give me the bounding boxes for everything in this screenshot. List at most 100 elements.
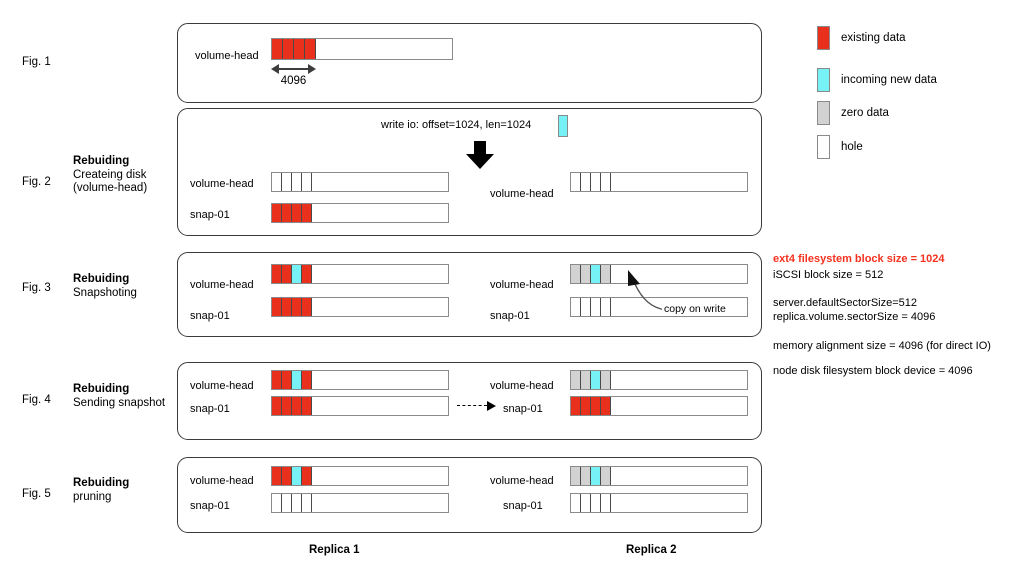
figure-caption-title: Rebuiding [73, 273, 130, 285]
bar-cell-hole [292, 173, 302, 191]
bar-cell-existing [302, 397, 312, 415]
disk-bar-fig4-left-snap-01 [271, 396, 449, 416]
bar-cell-hole [282, 173, 292, 191]
bar-cell-zero [571, 265, 581, 283]
bar-cell-empty [312, 173, 448, 191]
note-node-disk-block-device: node disk filesystem block device = 4096 [773, 365, 973, 377]
bar-cell-existing [571, 397, 581, 415]
down-arrow-icon [466, 141, 494, 169]
bar-cell-zero [581, 467, 591, 485]
bar-cell-existing [294, 39, 305, 59]
legend-swatch-zero-data [817, 101, 830, 125]
row-label-snap-01: snap-01 [190, 500, 230, 512]
row-label-volume-head: volume-head [195, 50, 259, 62]
bar-cell-existing [292, 298, 302, 316]
legend-item-zero-data: zero data [817, 101, 889, 125]
figure-caption-title: Rebuiding [73, 383, 130, 395]
bar-cell-hole [581, 494, 591, 512]
bar-cell-hole [571, 173, 581, 191]
bar-cell-existing [282, 298, 292, 316]
row-label-snap-01: snap-01 [503, 500, 543, 512]
figure-caption-3: Rebuiding Snapshoting [73, 273, 137, 300]
bar-cell-existing [272, 397, 282, 415]
bar-cell-hole [591, 298, 601, 316]
legend-item-incoming-new-data: incoming new data [817, 68, 937, 92]
bar-cell-hole [272, 494, 282, 512]
disk-bar-fig2-left-snap-01 [271, 203, 449, 223]
bar-cell-hole [272, 173, 282, 191]
bar-cell-empty [312, 298, 448, 316]
bar-cell-existing [591, 397, 601, 415]
figure-caption-4: Rebuiding Sending snapshot [73, 383, 165, 410]
bar-cell-empty [312, 494, 448, 512]
row-label-snap-01: snap-01 [190, 209, 230, 221]
bar-cell-incoming [591, 371, 601, 389]
figure-caption-sub: Snapshoting [73, 286, 137, 299]
bar-cell-hole [302, 494, 312, 512]
figure-label-3: Fig. 3 [22, 282, 51, 294]
figure-caption-sub: pruning [73, 490, 112, 503]
row-label-volume-head: volume-head [490, 380, 554, 392]
write-io-label: write io: offset=1024, len=1024 [381, 119, 532, 131]
bar-cell-zero [581, 371, 591, 389]
row-label-volume-head: volume-head [190, 178, 254, 190]
bar-cell-hole [581, 298, 591, 316]
replica-1-label: Replica 1 [309, 544, 360, 556]
figure-caption-sub-line1: Createing disk [73, 168, 147, 181]
figure-caption-5: Rebuiding pruning [73, 477, 129, 504]
bar-cell-incoming [292, 467, 302, 485]
bar-cell-incoming [591, 467, 601, 485]
figure-label-2: Fig. 2 [22, 176, 51, 188]
incoming-data-chip [558, 115, 568, 137]
bar-cell-hole [282, 494, 292, 512]
bar-cell-hole [601, 298, 611, 316]
row-label-snap-01: snap-01 [190, 310, 230, 322]
row-label-snap-01: snap-01 [503, 403, 543, 415]
bar-cell-empty [611, 173, 747, 191]
bar-cell-zero [601, 265, 611, 283]
bar-cell-hole [571, 494, 581, 512]
bar-cell-empty [611, 397, 747, 415]
bar-cell-existing [272, 298, 282, 316]
bar-cell-hole [591, 494, 601, 512]
bar-cell-empty [611, 467, 747, 485]
bar-cell-hole [581, 173, 591, 191]
bar-cell-incoming [292, 371, 302, 389]
legend-label: existing data [841, 32, 906, 44]
figure-panel-1 [177, 23, 762, 103]
bar-cell-existing [282, 371, 292, 389]
bar-cell-zero [571, 467, 581, 485]
bar-cell-empty [312, 204, 448, 222]
disk-bar-fig4-left-volume-head [271, 370, 449, 390]
row-label-snap-01: snap-01 [490, 310, 530, 322]
figure-caption-sub: Sending snapshot [73, 396, 166, 409]
figure-caption-title: Rebuiding [73, 477, 130, 489]
note-default-sector-size: server.defaultSectorSize=512 [773, 297, 918, 309]
row-label-volume-head: volume-head [190, 279, 254, 291]
note-iscsi-block-size: iSCSI block size = 512 [773, 269, 884, 281]
bar-cell-empty [316, 39, 452, 59]
bar-cell-zero [571, 371, 581, 389]
disk-bar-fig2-right-volume-head [570, 172, 748, 192]
disk-bar-fig5-right-volume-head [570, 466, 748, 486]
disk-bar-fig2-left-volume-head [271, 172, 449, 192]
row-label-snap-01: snap-01 [190, 403, 230, 415]
bar-cell-existing [302, 298, 312, 316]
row-label-volume-head: volume-head [490, 475, 554, 487]
row-label-volume-head: volume-head [190, 475, 254, 487]
bar-cell-existing [282, 467, 292, 485]
bar-cell-hole [571, 298, 581, 316]
bar-cell-zero [601, 467, 611, 485]
bar-cell-empty [312, 467, 448, 485]
bar-cell-empty [611, 265, 747, 283]
bar-cell-existing [292, 204, 302, 222]
bar-cell-zero [601, 371, 611, 389]
bar-cell-zero [581, 265, 591, 283]
disk-bar-fig5-right-snap-01 [570, 493, 748, 513]
disk-bar-fig5-left-snap-01 [271, 493, 449, 513]
bar-cell-hole [601, 494, 611, 512]
figure-label-1: Fig. 1 [22, 56, 51, 68]
legend-item-hole: hole [817, 135, 863, 159]
legend-label: hole [841, 141, 863, 153]
bar-cell-existing [302, 204, 312, 222]
